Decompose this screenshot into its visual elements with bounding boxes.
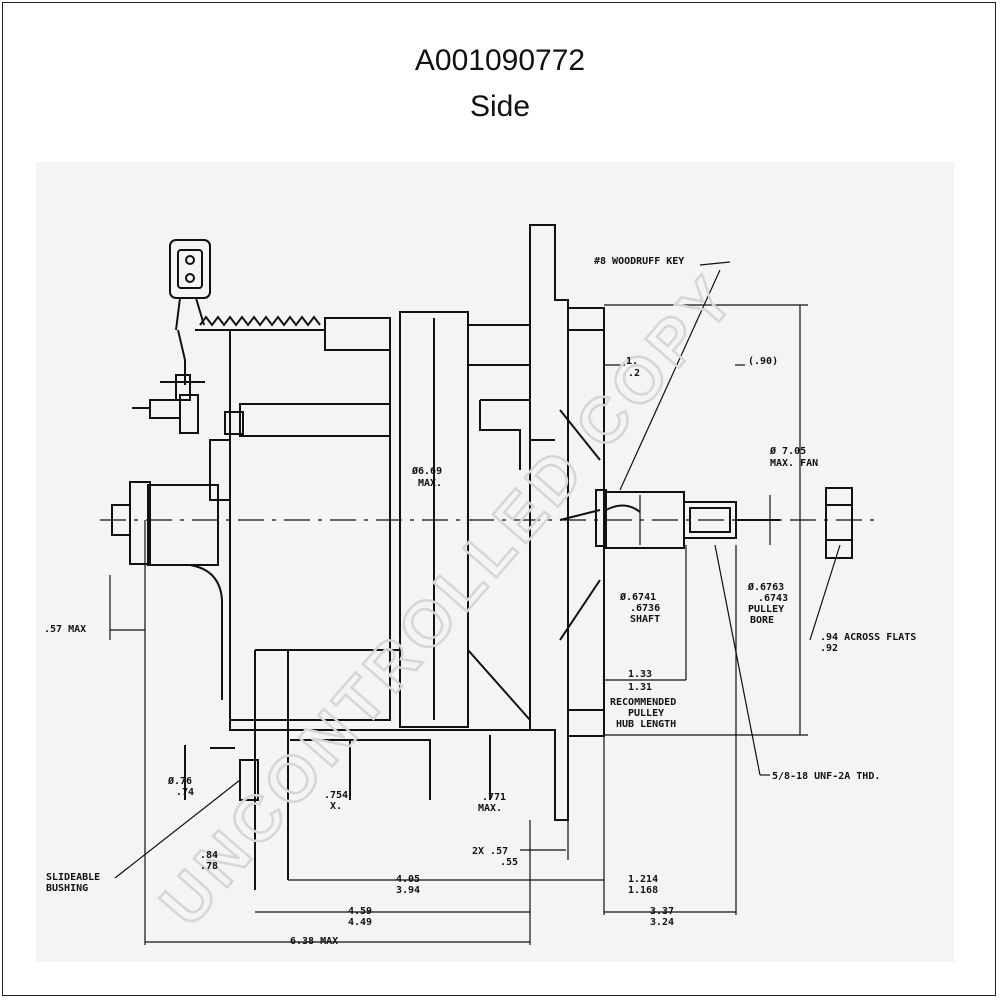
d405-1: 4.05 bbox=[396, 874, 420, 885]
bush-w-1: .84 bbox=[200, 850, 218, 861]
d1214-2: 1.168 bbox=[628, 885, 658, 896]
foot-a-1: .754 bbox=[324, 790, 348, 801]
dimension-lines bbox=[109, 261, 841, 945]
hub-4: PULLEY bbox=[628, 708, 664, 719]
d459-2: 4.49 bbox=[348, 917, 372, 928]
bore-1: Ø.6763 bbox=[747, 581, 784, 593]
twox-2: .55 bbox=[500, 857, 518, 868]
top-dim-b: .2 bbox=[628, 368, 640, 379]
shaft bbox=[603, 491, 780, 549]
hub-2: 1.31 bbox=[628, 682, 652, 693]
dimension-labels: #8 WOODRUFF KEY 1. .2 (.90) Ø 7.05 MAX. … bbox=[44, 256, 916, 947]
watermark-text: UNCONTROLLED COPY bbox=[146, 260, 750, 940]
woodruff-key-label: #8 WOODRUFF KEY bbox=[594, 256, 684, 267]
part-number-title: A001090772 bbox=[414, 44, 586, 77]
d459-1: 4.59 bbox=[348, 906, 372, 917]
mounting-foot bbox=[184, 649, 530, 890]
foot-b-2: MAX. bbox=[478, 803, 502, 814]
shaft-3: SHAFT bbox=[630, 614, 660, 625]
flats-1: .94 ACROSS FLATS bbox=[820, 632, 916, 643]
d1214-1: 1.214 bbox=[628, 874, 658, 885]
bushing-2: BUSHING bbox=[46, 883, 88, 894]
top-dim-a: 1. bbox=[626, 356, 638, 367]
flats-2: .92 bbox=[820, 643, 838, 654]
d337-1: 3.37 bbox=[650, 906, 674, 917]
view-subtitle: Side bbox=[469, 90, 531, 123]
bush-w-2: .78 bbox=[200, 861, 218, 872]
bush-dia-2: .74 bbox=[176, 787, 194, 798]
body-dia-1: Ø6.69 bbox=[411, 465, 442, 477]
shaft-2: .6736 bbox=[630, 603, 660, 614]
stator-body bbox=[399, 311, 531, 728]
d405-2: 3.94 bbox=[396, 885, 420, 896]
hub-1: 1.33 bbox=[628, 669, 652, 680]
hub-3: RECOMMENDED bbox=[610, 697, 676, 708]
fan-dia-2: MAX. FAN bbox=[770, 458, 818, 469]
thread-label: 5/8-18 UNF-2A THD. bbox=[772, 771, 880, 782]
bore-2: .6743 bbox=[758, 593, 788, 604]
hub-5: HUB LENGTH bbox=[616, 719, 676, 730]
overall-max: 6.38 MAX bbox=[290, 936, 338, 947]
twox-1: 2X .57 bbox=[472, 846, 508, 857]
front-housing-fan bbox=[479, 224, 607, 821]
foot-a-2: X. bbox=[330, 801, 342, 812]
connector-plug bbox=[169, 239, 211, 385]
bore-4: BORE bbox=[750, 615, 774, 626]
top-dim-c: (.90) bbox=[748, 356, 778, 367]
terminal-stud bbox=[132, 374, 391, 437]
left-max: .57 MAX bbox=[44, 624, 86, 635]
d337-2: 3.24 bbox=[650, 917, 674, 928]
drawing-sheet bbox=[36, 162, 954, 962]
bush-dia-1: Ø.76 bbox=[167, 775, 192, 787]
harness-spring bbox=[199, 315, 321, 327]
hex-nut bbox=[825, 487, 853, 559]
shaft-1: Ø.6741 bbox=[619, 591, 656, 603]
foot-b-1: .771 bbox=[482, 792, 506, 803]
bore-3: PULLEY bbox=[748, 604, 784, 615]
bushing-1: SLIDEABLE bbox=[46, 872, 100, 883]
body-dia-2: MAX. bbox=[418, 478, 442, 489]
fan-dia-1: Ø 7.05 bbox=[769, 445, 806, 457]
